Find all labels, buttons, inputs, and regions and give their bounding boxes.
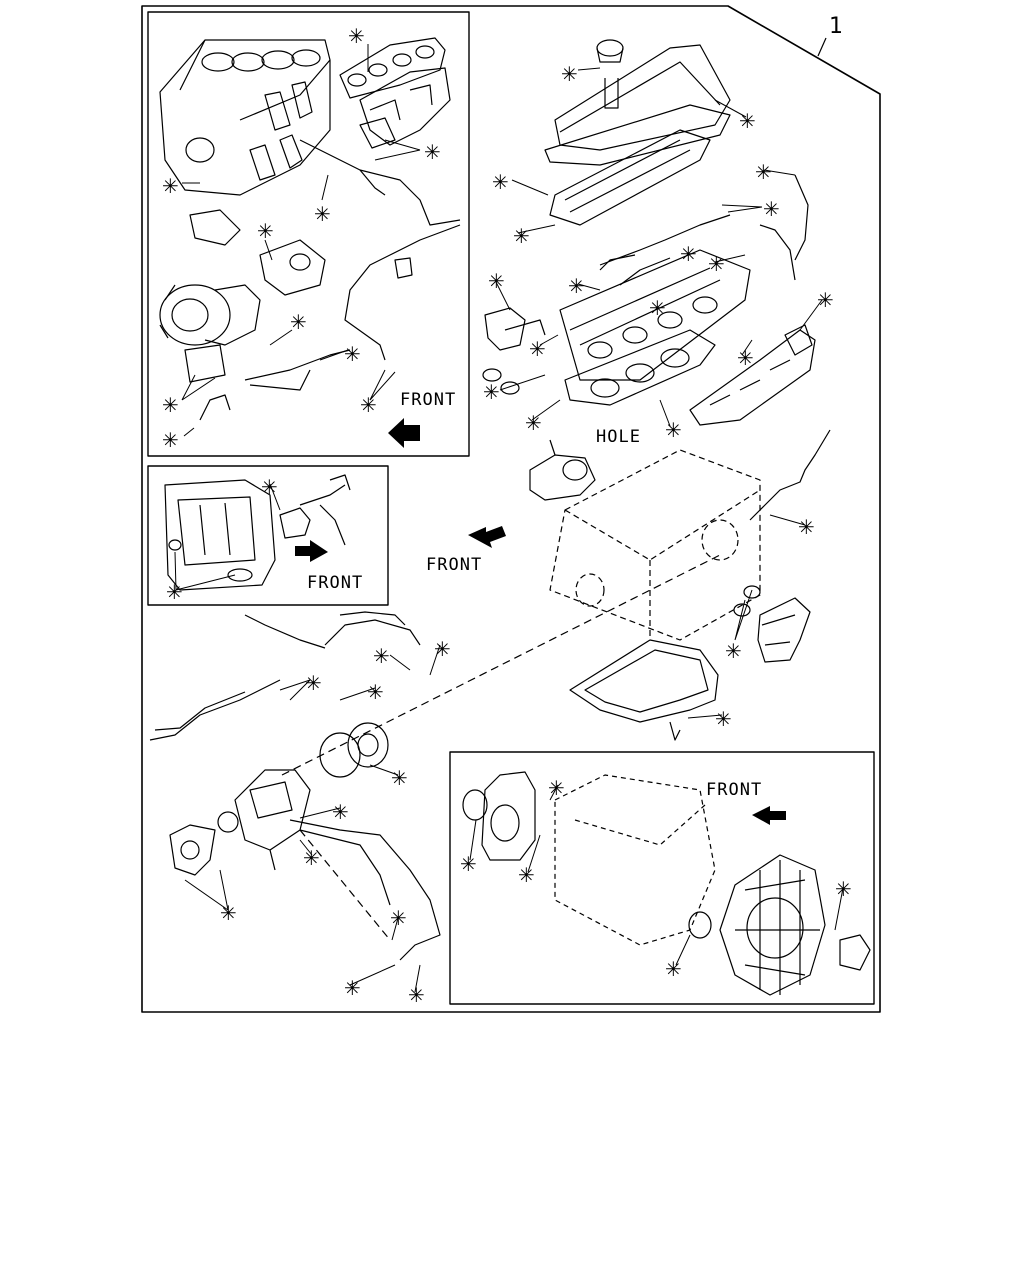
inset-exhaust-manifold bbox=[339, 37, 451, 149]
asterisk-marker: ✳ bbox=[367, 680, 384, 704]
timing-gear bbox=[347, 722, 389, 768]
main-front-arrow bbox=[468, 526, 506, 548]
inset-rear-block-box bbox=[449, 751, 875, 1005]
inset-cylinder-block bbox=[159, 39, 331, 196]
asterisk-marker: ✳ bbox=[460, 852, 477, 876]
asterisk-marker: ✳ bbox=[708, 252, 725, 276]
asterisk-marker: ✳ bbox=[290, 310, 307, 334]
water-pump bbox=[529, 439, 596, 501]
head-gasket bbox=[564, 329, 716, 406]
inset-thermostat-housing bbox=[164, 474, 351, 591]
asterisk-marker: ✳ bbox=[391, 766, 408, 790]
asterisk-marker: ✳ bbox=[649, 296, 666, 320]
asterisk-marker: ✳ bbox=[332, 800, 349, 824]
rocker-cover bbox=[554, 39, 731, 151]
asterisk-marker: ✳ bbox=[798, 515, 815, 539]
dipstick-tube bbox=[749, 429, 831, 521]
asterisk-marker: ✳ bbox=[344, 976, 361, 1000]
asterisk-marker: ✳ bbox=[314, 202, 331, 226]
inset-front-arrow-3 bbox=[752, 806, 786, 825]
injection-pump bbox=[234, 769, 311, 871]
rocker-cover-gasket bbox=[544, 104, 731, 166]
asterisk-marker: ✳ bbox=[261, 475, 278, 499]
inset-turbocharger bbox=[159, 209, 326, 383]
front-label-4: FRONT bbox=[706, 780, 762, 800]
asterisk-marker: ✳ bbox=[305, 671, 322, 695]
asterisk-marker: ✳ bbox=[763, 197, 780, 221]
asterisk-marker: ✳ bbox=[408, 983, 425, 1007]
inset-flywheel-housing bbox=[719, 854, 826, 996]
asterisk-marker: ✳ bbox=[483, 380, 500, 404]
callout-leader bbox=[817, 37, 827, 57]
asterisk-marker: ✳ bbox=[737, 346, 754, 370]
inset-oil-pipes bbox=[199, 139, 461, 421]
asterisk-marker: ✳ bbox=[492, 170, 509, 194]
cylinder-head bbox=[559, 249, 751, 381]
pump-leader bbox=[299, 829, 391, 941]
asterisk-marker: ✳ bbox=[162, 428, 179, 452]
hole-label: HOLE bbox=[596, 427, 641, 447]
asterisk-marker: ✳ bbox=[424, 140, 441, 164]
alignment-leader bbox=[281, 554, 721, 776]
asterisk-marker: ✳ bbox=[665, 957, 682, 981]
oil-pan bbox=[569, 639, 719, 741]
asterisk-marker: ✳ bbox=[434, 637, 451, 661]
asterisk-marker: ✳ bbox=[373, 644, 390, 668]
main-cylinder-block bbox=[549, 449, 761, 641]
asterisk-marker: ✳ bbox=[513, 224, 530, 248]
asterisk-marker: ✳ bbox=[390, 906, 407, 930]
outer-frame bbox=[141, 5, 881, 1013]
asterisk-marker: ✳ bbox=[817, 288, 834, 312]
asterisk-marker: ✳ bbox=[488, 269, 505, 293]
front-seal-ring bbox=[319, 732, 361, 778]
fuel-lines bbox=[149, 611, 441, 961]
asterisk-marker: ✳ bbox=[525, 411, 542, 435]
inset-front-arrow-1 bbox=[388, 418, 420, 448]
front-label-2: FRONT bbox=[307, 573, 363, 593]
pump-bracket bbox=[169, 811, 239, 876]
callout-number: 1 bbox=[829, 14, 843, 39]
asterisk-marker: ✳ bbox=[715, 707, 732, 731]
inset-front-plate bbox=[481, 771, 536, 861]
intake-manifold bbox=[689, 324, 816, 426]
asterisk-marker: ✳ bbox=[303, 846, 320, 870]
asterisk-marker: ✳ bbox=[220, 901, 237, 925]
asterisk-marker: ✳ bbox=[548, 776, 565, 800]
asterisk-marker: ✳ bbox=[518, 863, 535, 887]
injector-pipes bbox=[599, 174, 809, 286]
asterisk-marker: ✳ bbox=[665, 418, 682, 442]
oil-filter bbox=[733, 585, 811, 663]
asterisk-marker: ✳ bbox=[162, 174, 179, 198]
asterisk-marker: ✳ bbox=[360, 393, 377, 417]
marker-leaders bbox=[174, 44, 844, 993]
front-label-1: FRONT bbox=[400, 390, 456, 410]
asterisk-marker: ✳ bbox=[257, 219, 274, 243]
asterisk-marker: ✳ bbox=[166, 580, 183, 604]
inset-rear-block bbox=[554, 774, 716, 946]
asterisk-marker: ✳ bbox=[568, 274, 585, 298]
asterisk-marker: ✳ bbox=[348, 24, 365, 48]
asterisk-marker: ✳ bbox=[725, 639, 742, 663]
asterisk-marker: ✳ bbox=[561, 62, 578, 86]
asterisk-marker: ✳ bbox=[755, 160, 772, 184]
inset-rear-seal bbox=[462, 789, 871, 971]
water-outlet bbox=[482, 307, 546, 395]
asterisk-marker: ✳ bbox=[739, 109, 756, 133]
asterisk-marker: ✳ bbox=[529, 337, 546, 361]
asterisk-marker: ✳ bbox=[835, 877, 852, 901]
asterisk-marker: ✳ bbox=[344, 342, 361, 366]
cam-carrier bbox=[549, 129, 711, 226]
inset-thermostat-box bbox=[147, 465, 389, 606]
asterisk-marker: ✳ bbox=[680, 242, 697, 266]
asterisk-marker: ✳ bbox=[162, 393, 179, 417]
inset-turbo-box bbox=[147, 11, 470, 457]
inset-front-arrow-2 bbox=[295, 540, 328, 562]
front-label-3: FRONT bbox=[426, 555, 482, 575]
